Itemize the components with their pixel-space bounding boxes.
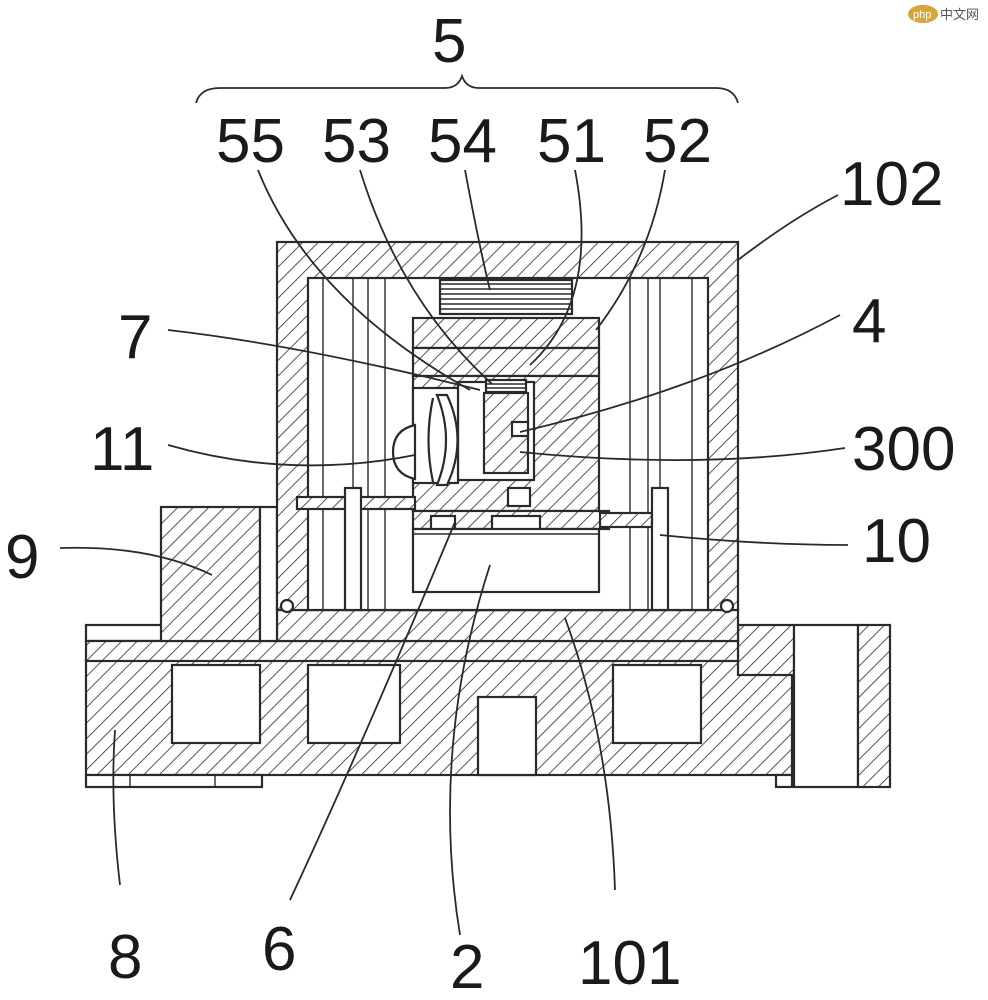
bracket-part-6	[411, 509, 611, 532]
lens-part-7	[427, 393, 459, 487]
leader-lines	[59, 169, 849, 936]
lens-part-11	[391, 423, 417, 481]
box-part-2	[411, 527, 601, 594]
label-300: 300	[852, 415, 955, 484]
label-7: 7	[118, 303, 152, 372]
label-52: 52	[643, 107, 712, 176]
part-300	[510, 420, 530, 438]
side-rod-left	[295, 486, 417, 612]
block-part-9	[159, 505, 279, 643]
spring-part-54	[438, 278, 574, 316]
label-5: 5	[432, 7, 466, 76]
reference-labels: 5 55 53 54 51 52 102 7 4 11 300 9 10 8 6…	[5, 7, 955, 1000]
rod-part-10	[598, 486, 670, 612]
label-10: 10	[862, 507, 931, 576]
label-54: 54	[428, 107, 497, 176]
label-101: 101	[578, 929, 681, 998]
label-55: 55	[216, 107, 285, 176]
assembly-part-5	[411, 316, 601, 513]
label-4: 4	[852, 287, 886, 356]
label-11: 11	[90, 415, 154, 484]
label-102: 102	[840, 150, 943, 219]
label-2: 2	[450, 933, 484, 1000]
label-51: 51	[537, 107, 606, 176]
watermark-logo: php 中文网	[908, 5, 979, 23]
label-6: 6	[262, 915, 296, 984]
watermark-site-text: 中文网	[940, 7, 979, 22]
group-brace-5	[195, 73, 739, 104]
base-part-8	[84, 623, 892, 789]
label-53: 53	[322, 107, 391, 176]
label-8: 8	[108, 923, 142, 992]
label-9: 9	[5, 523, 39, 592]
watermark-logo-text: php	[913, 9, 931, 21]
